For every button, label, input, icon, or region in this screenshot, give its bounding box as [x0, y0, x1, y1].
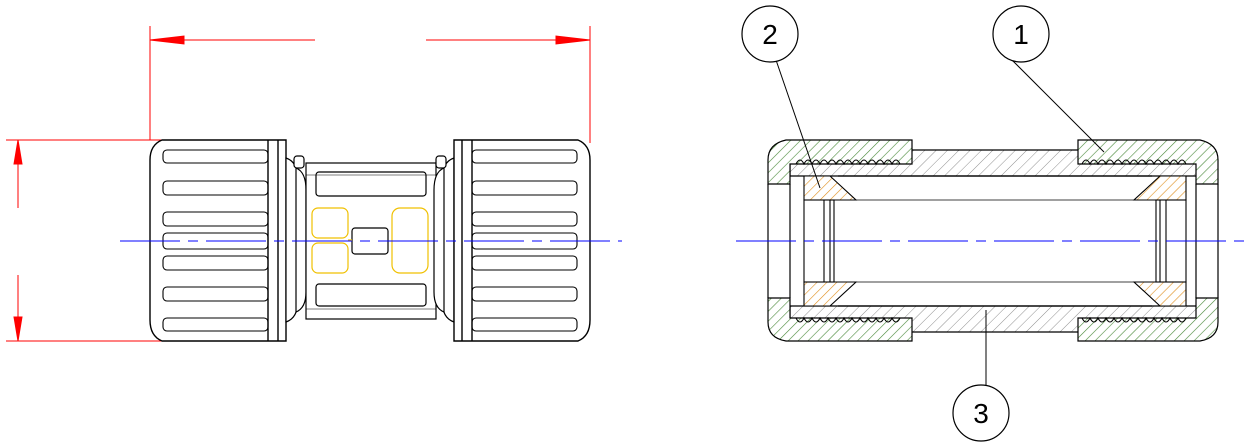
left-thread-rings	[285, 155, 307, 323]
section-left-nut	[767, 139, 913, 342]
section-view: 1 2 3	[736, 5, 1250, 442]
callout-1: 1	[992, 5, 1050, 63]
svg-text:3: 3	[973, 398, 989, 429]
section-rings	[803, 175, 1187, 307]
callout-2: 2	[741, 5, 799, 63]
exterior-view	[6, 26, 622, 342]
thread-teeth	[795, 159, 1187, 323]
diameter-dimension	[6, 139, 175, 342]
svg-text:2: 2	[762, 19, 778, 50]
svg-text:1: 1	[1013, 19, 1029, 50]
callout-3: 3	[952, 384, 1010, 442]
length-dimension	[149, 26, 591, 143]
callout-leaders	[775, 53, 1105, 385]
right-thread-rings	[433, 155, 455, 323]
